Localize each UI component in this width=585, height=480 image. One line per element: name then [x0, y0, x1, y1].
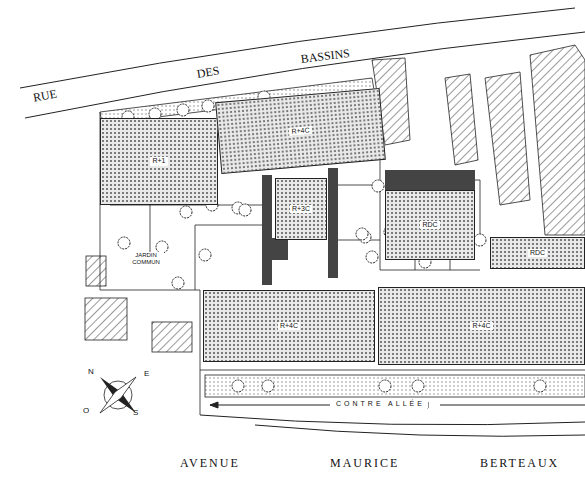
building: R+4C: [378, 287, 585, 365]
floor-label: RDC: [420, 221, 439, 229]
floor-label: R+4C: [470, 322, 492, 330]
building: R+3C: [275, 178, 327, 240]
tree: [262, 380, 274, 392]
floor-label: R+1: [150, 157, 167, 165]
floor-label: R+3C: [290, 205, 312, 213]
building: RDC: [385, 190, 475, 260]
tree: [232, 380, 244, 392]
tree: [366, 251, 378, 263]
building: R+4C: [203, 290, 375, 362]
plan-label: E: [144, 370, 149, 379]
tree: [180, 206, 192, 218]
front-strip: [205, 375, 585, 397]
building: RDC: [490, 237, 585, 269]
plan-label: O: [83, 407, 89, 416]
plan-label: BERTEAUX: [480, 457, 559, 470]
compass-rose: [100, 377, 136, 413]
tree: [172, 277, 184, 289]
plan-label: N: [88, 368, 94, 377]
plan-label: DES: [196, 64, 220, 81]
tree: [412, 380, 424, 392]
plan-label: MAURICE: [330, 457, 399, 470]
floor-label: R+4C: [289, 126, 312, 136]
plan-label: CONTRE ALLÉE: [333, 400, 428, 408]
building: R+4C: [215, 88, 386, 174]
tree: [202, 100, 214, 112]
tree: [474, 234, 486, 246]
tree: [372, 180, 384, 192]
stair-block: [262, 168, 475, 285]
tree: [199, 249, 211, 261]
tree: [356, 228, 368, 240]
floor-label: R+4C: [278, 322, 300, 330]
tree: [239, 204, 251, 216]
plan-label: BASSINS: [300, 47, 351, 66]
tree: [118, 237, 130, 249]
plan-label: AVENUE: [180, 457, 240, 470]
plan-label: S: [133, 409, 138, 418]
floor-label: RDC: [528, 249, 547, 257]
street-edge: [20, 8, 575, 88]
plan-label: RUE: [32, 87, 58, 105]
tree: [177, 104, 189, 116]
plan-label: JARDIN COMMUN: [128, 252, 164, 265]
tree: [534, 380, 546, 392]
tree: [379, 380, 391, 392]
building: R+1: [100, 118, 218, 205]
